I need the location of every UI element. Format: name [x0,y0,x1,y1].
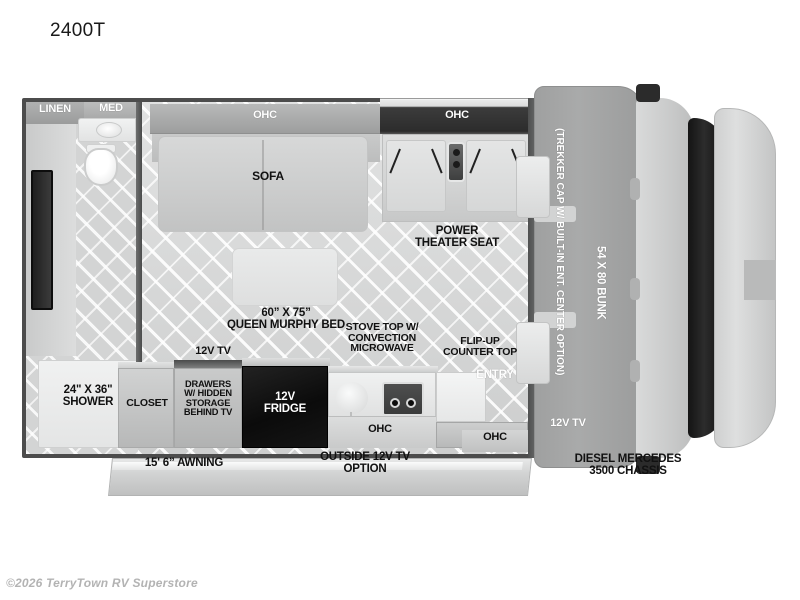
shower-label: 24" X 36" SHOWER [62,384,114,408]
sofa-seam [262,140,264,230]
ohc-right-label: OHC [445,109,469,121]
floorplan-diagram: LINEN MED 24" X 36" SHOWER OHC OHC SOFA … [0,60,800,520]
bathroom-window [31,170,53,310]
ohc-galley-label: OHC [368,423,392,435]
fridge-top [242,358,330,368]
mirror-icon [636,456,660,474]
queen-murphy-bed [232,248,338,306]
theater-seat-label: POWER THEATER SEAT [414,225,500,249]
cab-exterior-shell [636,98,694,458]
flip-up-counter [436,372,486,422]
bathroom-partition-wall [136,102,142,364]
bunk-label: 54 X 80 BUNK [594,246,607,320]
closet [118,368,174,448]
entry-label: ENTRY [476,369,514,381]
microwave-knob-icon [406,398,416,408]
fridge-label: 12V FRIDGE [263,391,307,415]
linen-cabinet [26,102,84,124]
med-label: MED [99,102,123,114]
nose-seam [744,260,776,300]
outside-tv-label: OUTSIDE 12V TV OPTION [320,451,410,475]
ohc-entry-label: OHC [483,431,507,443]
awning-label: 15' 6” AWNING [144,457,224,469]
toilet-fixture [84,148,118,186]
microwave-knob-icon [390,398,400,408]
interior-tv-label: 12V TV [195,345,231,357]
cab-over-bunk [534,86,644,468]
driver-seat [516,156,550,218]
stove-label: STOVE TOP W/ CONVECTION MICROWAVE [345,321,419,355]
page-title: 2400T [50,20,106,41]
closet-label: CLOSET [126,397,168,409]
ohc-left-label: OHC [253,109,277,121]
trekker-cap-label: (TREKKER CAP W/ BUILT-IN ENT. CENTER OPT… [554,128,566,376]
refrigerator [242,366,328,448]
linen-label: LINEN [38,103,71,115]
cab-partition-wall [528,98,538,458]
overhead-cabinet-galley [328,416,436,448]
medicine-cabinet [84,102,138,122]
sink-basin [96,122,122,138]
cupholder-icon [452,149,460,156]
drawers-hidden-storage [174,368,242,448]
cab-tv-label: 12V TV [550,417,586,429]
cupholder-icon [452,161,460,168]
copyright-notice: ©2026 TerryTown RV Superstore [6,576,198,590]
sofa-label: SOFA [252,169,284,183]
recline-indicator [469,148,481,174]
wheel-well [630,278,640,300]
overhead-cabinet-left [150,104,380,134]
chassis-label: DIESEL MERCEDES 3500 CHASSIS [574,453,682,477]
wheel-well [630,178,640,200]
drawers-top [174,360,244,370]
passenger-seat [516,322,550,384]
wheel-well [630,360,640,382]
theater-seat-left [386,140,446,212]
overhead-cabinet-entry [462,430,528,452]
recline-indicator [431,148,443,174]
counter-edge [328,366,438,374]
mirror-icon [636,84,660,102]
convection-microwave [382,382,424,416]
murphy-bed-label: 60” X 75” QUEEN MURPHY BED [227,307,345,331]
theater-center-console [447,142,465,182]
flipup-counter-label: FLIP-UP COUNTER TOP [442,335,518,358]
overhead-cabinet-right [380,100,532,134]
drawers-label: DRAWERS W/ HIDDEN STORAGE BEHIND TV [183,379,233,418]
stove-top-burner [336,382,368,414]
recline-indicator [389,148,401,174]
closet-top [118,362,176,370]
